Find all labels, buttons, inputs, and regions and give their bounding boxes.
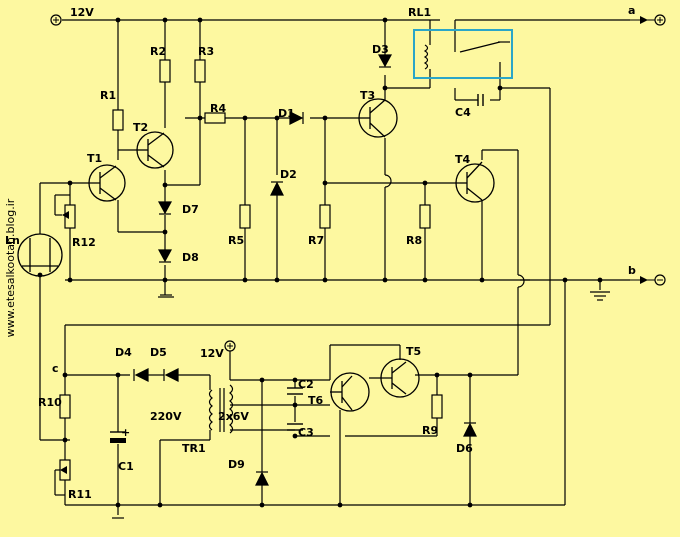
label-t1: T1	[87, 152, 102, 165]
relay-rl1	[423, 40, 431, 75]
mains-label: 220V	[150, 410, 182, 423]
resistor-r8	[419, 204, 431, 229]
junction-dots	[62, 17, 603, 508]
transistor-t1	[88, 164, 126, 202]
lamp-terminal	[37, 272, 43, 278]
label-d9: D9	[228, 458, 245, 471]
transistors	[88, 98, 495, 412]
label-r12: R12	[72, 236, 96, 249]
resistor-r9	[431, 394, 443, 419]
label-c2: C2	[298, 378, 314, 391]
c1-plus-icon: +	[121, 426, 130, 439]
arrow-a-icon	[640, 16, 648, 24]
label-a: a	[628, 4, 635, 17]
r12-wiper-icon	[62, 211, 69, 219]
supply-top-label: 12V	[70, 6, 94, 19]
supply-lower-label: 12V	[200, 347, 224, 360]
relay-coil	[423, 44, 429, 70]
relay-highlight-box	[413, 29, 513, 79]
wires	[39, 19, 630, 519]
diode-d6	[463, 422, 477, 437]
label-d3: D3	[372, 43, 389, 56]
label-ln: Ln	[5, 234, 20, 247]
diode-leads	[148, 198, 471, 472]
capacitors	[110, 94, 484, 433]
label-b: b	[628, 264, 636, 277]
resistor-r10	[59, 394, 71, 419]
diode-d2	[270, 181, 284, 196]
label-r9: R9	[422, 424, 438, 437]
label-d4: D4	[115, 346, 132, 359]
label-t3: T3	[360, 89, 375, 102]
label-r8: R8	[406, 234, 422, 247]
resistor-r5	[239, 204, 251, 229]
capacitor-c1-plate	[110, 438, 126, 443]
label-tr1: TR1	[182, 442, 206, 455]
label-r11: R11	[68, 488, 92, 501]
secondary-label: 2x6V	[218, 410, 249, 423]
label-c1: C1	[118, 460, 134, 473]
resistor-r2	[159, 59, 171, 83]
label-c3: C3	[298, 426, 314, 439]
diode-d1	[289, 111, 304, 125]
label-t4: T4	[455, 153, 471, 166]
r11-wiper-icon	[60, 466, 67, 474]
label-t2: T2	[133, 121, 148, 134]
arrow-b-icon	[640, 276, 648, 284]
label-c4: C4	[455, 106, 471, 119]
label-r10: R10	[38, 396, 62, 409]
diode-d9	[255, 471, 269, 486]
label-r3: R3	[198, 45, 214, 58]
transistor-t3	[358, 98, 398, 138]
label-r1: R1	[100, 89, 116, 102]
watermark-text: www.etesalkootah.blog.ir	[4, 198, 17, 337]
label-d5: D5	[150, 346, 167, 359]
transformer-tr1	[208, 384, 234, 434]
label-r4: R4	[210, 102, 226, 115]
label-c: c	[52, 362, 59, 375]
resistor-r7	[319, 204, 331, 229]
label-t6: T6	[308, 394, 324, 407]
transistor-t4	[455, 163, 495, 203]
label-d6: D6	[456, 442, 473, 455]
label-r2: R2	[150, 45, 166, 58]
label-d7: D7	[182, 203, 199, 216]
label-rl1: RL1	[408, 6, 431, 19]
label-d2: D2	[280, 168, 297, 181]
label-d1: D1	[278, 107, 295, 120]
lamp-ln	[17, 233, 63, 277]
resistor-r3	[194, 59, 206, 83]
label-r5: R5	[228, 234, 244, 247]
resistor-r1	[112, 109, 124, 131]
label-t5: T5	[406, 345, 421, 358]
resistor-r4	[204, 112, 226, 124]
label-r7: R7	[308, 234, 324, 247]
labels: 12V RL1 a b c R1 R2 R3 R4 R5 R7 R8 R9 R1…	[5, 4, 636, 501]
label-d8: D8	[182, 251, 199, 264]
